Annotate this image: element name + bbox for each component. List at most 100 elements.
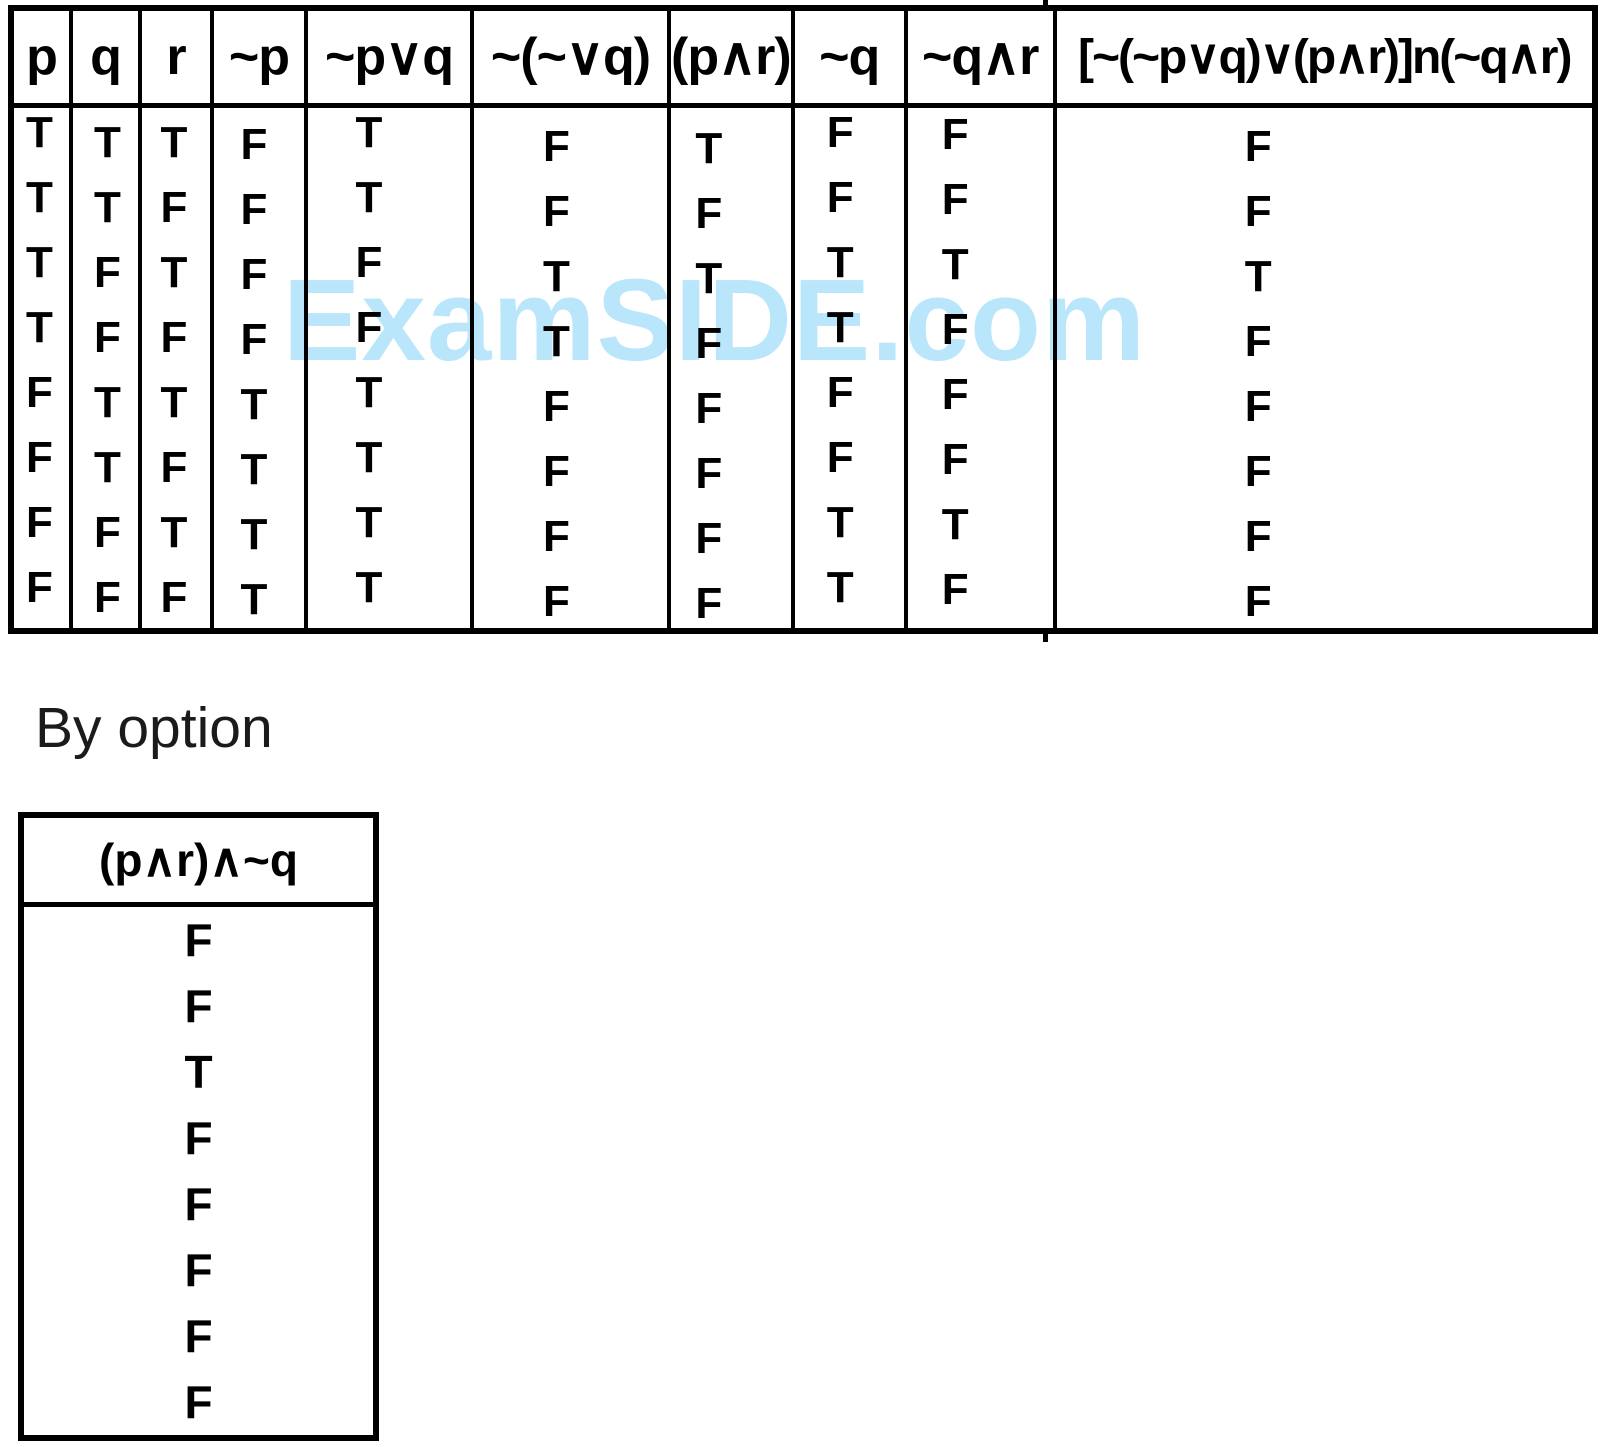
truth-table-cell: F: [210, 238, 308, 303]
truth-table-cell: F: [667, 368, 795, 433]
truth-table-cell: F: [667, 303, 795, 368]
truth-table-cell: F: [1052, 368, 1597, 433]
truth-table-cell: F: [1052, 563, 1597, 631]
truth-table-cell: F: [790, 105, 908, 173]
truth-table-cell: T: [790, 303, 908, 368]
truth-table-cell: T: [304, 498, 474, 563]
truth-table-cell: F: [1052, 433, 1597, 498]
truth-table-cell: T: [304, 563, 474, 631]
truth-table-cell: F: [138, 173, 214, 238]
truth-table-cell: T: [470, 303, 671, 368]
truth-table-cell: F: [667, 498, 795, 563]
truth-table-header-col-3: r: [138, 8, 214, 108]
truth-table-header-col-7: (p∧r): [667, 8, 795, 108]
truth-table-cell: T: [470, 238, 671, 303]
option-table-header: (p∧r)∧~q: [21, 815, 376, 907]
truth-table-cell: T: [903, 238, 1057, 303]
truth-table-cell: T: [790, 238, 908, 303]
option-table-row-8: F: [21, 1369, 376, 1438]
truth-table-header-col-4: ~p: [210, 8, 308, 108]
truth-table-cell: F: [69, 303, 142, 368]
option-table-row-5: F: [21, 1171, 376, 1237]
section-label: By option: [35, 696, 273, 760]
option-table-row-2: F: [21, 973, 376, 1039]
truth-table-cell: F: [138, 433, 214, 498]
truth-table-cell: T: [304, 433, 474, 498]
truth-table-cell: T: [210, 498, 308, 563]
truth-table-header-col-10: [~(~p∨q)∨(p∧r)]n(~q∧r): [1052, 8, 1597, 108]
truth-table-cell: F: [1052, 498, 1597, 563]
truth-table-cell: F: [210, 303, 308, 368]
truth-table-cell: T: [790, 563, 908, 631]
truth-table-cell: F: [69, 238, 142, 303]
truth-table-cell: T: [69, 105, 142, 173]
option-table-row-6: F: [21, 1237, 376, 1303]
table-border-artifact-top: [1043, 0, 1048, 10]
option-table-cell: F: [184, 914, 213, 966]
truth-table-cell: F: [470, 173, 671, 238]
truth-table-cell: F: [790, 173, 908, 238]
truth-table-cell: T: [69, 368, 142, 433]
truth-table-cell: F: [9, 563, 73, 631]
truth-table-header-col-9: ~q∧r: [903, 8, 1057, 108]
truth-table-cell: F: [903, 368, 1057, 433]
truth-table-cell: T: [210, 433, 308, 498]
truth-table-cell: T: [69, 173, 142, 238]
truth-table-cell: T: [9, 303, 73, 368]
truth-table-cell: T: [304, 173, 474, 238]
truth-table-cell: F: [69, 498, 142, 563]
truth-table-cell: F: [470, 433, 671, 498]
truth-table-cell: T: [138, 368, 214, 433]
truth-table-cell: F: [210, 105, 308, 173]
truth-table-cell: F: [1052, 105, 1597, 173]
truth-table-cell: F: [210, 173, 308, 238]
truth-table-cell: T: [210, 368, 308, 433]
option-table-row-3: T: [21, 1039, 376, 1105]
truth-table-cell: T: [1052, 238, 1597, 303]
truth-table-cell: T: [138, 105, 214, 173]
truth-table-cell: T: [210, 563, 308, 631]
truth-table-cell: F: [470, 563, 671, 631]
truth-table-header-col-6: ~(~∨q): [470, 8, 671, 108]
truth-table-cell: F: [903, 173, 1057, 238]
truth-table-cell: T: [667, 105, 795, 173]
option-table-cell: F: [184, 1244, 213, 1296]
option-table-header-row: (p∧r)∧~q: [21, 815, 376, 907]
truth-table-cell: T: [69, 433, 142, 498]
truth-table-cell: T: [304, 368, 474, 433]
truth-table-cell: T: [9, 238, 73, 303]
truth-table-cell: F: [903, 433, 1057, 498]
truth-table-cell: F: [1052, 303, 1597, 368]
truth-table-cell: T: [138, 238, 214, 303]
truth-table-cell: F: [138, 303, 214, 368]
truth-table-cell: T: [903, 498, 1057, 563]
truth-table-cell: F: [304, 238, 474, 303]
option-table-cell: F: [184, 980, 213, 1032]
option-table-row-7: F: [21, 1303, 376, 1369]
truth-table-cell: F: [304, 303, 474, 368]
truth-table-cell: T: [667, 238, 795, 303]
truth-table-cell: F: [9, 498, 73, 563]
truth-table-header-col-5: ~p∨q: [304, 8, 474, 108]
truth-table-cell: T: [9, 105, 73, 173]
option-table-cell: F: [184, 1178, 213, 1230]
truth-table-header-col-2: q: [69, 8, 142, 108]
truth-table-cell: F: [903, 563, 1057, 631]
option-table-cell: F: [184, 1310, 213, 1362]
truth-table-cell: F: [69, 563, 142, 631]
option-table-cell: F: [184, 1376, 213, 1428]
table-border-artifact-bottom: [1043, 632, 1048, 642]
truth-table-cell: F: [903, 105, 1057, 173]
truth-table-cell: F: [9, 368, 73, 433]
truth-table-cell: F: [9, 433, 73, 498]
truth-table-cell: F: [790, 368, 908, 433]
